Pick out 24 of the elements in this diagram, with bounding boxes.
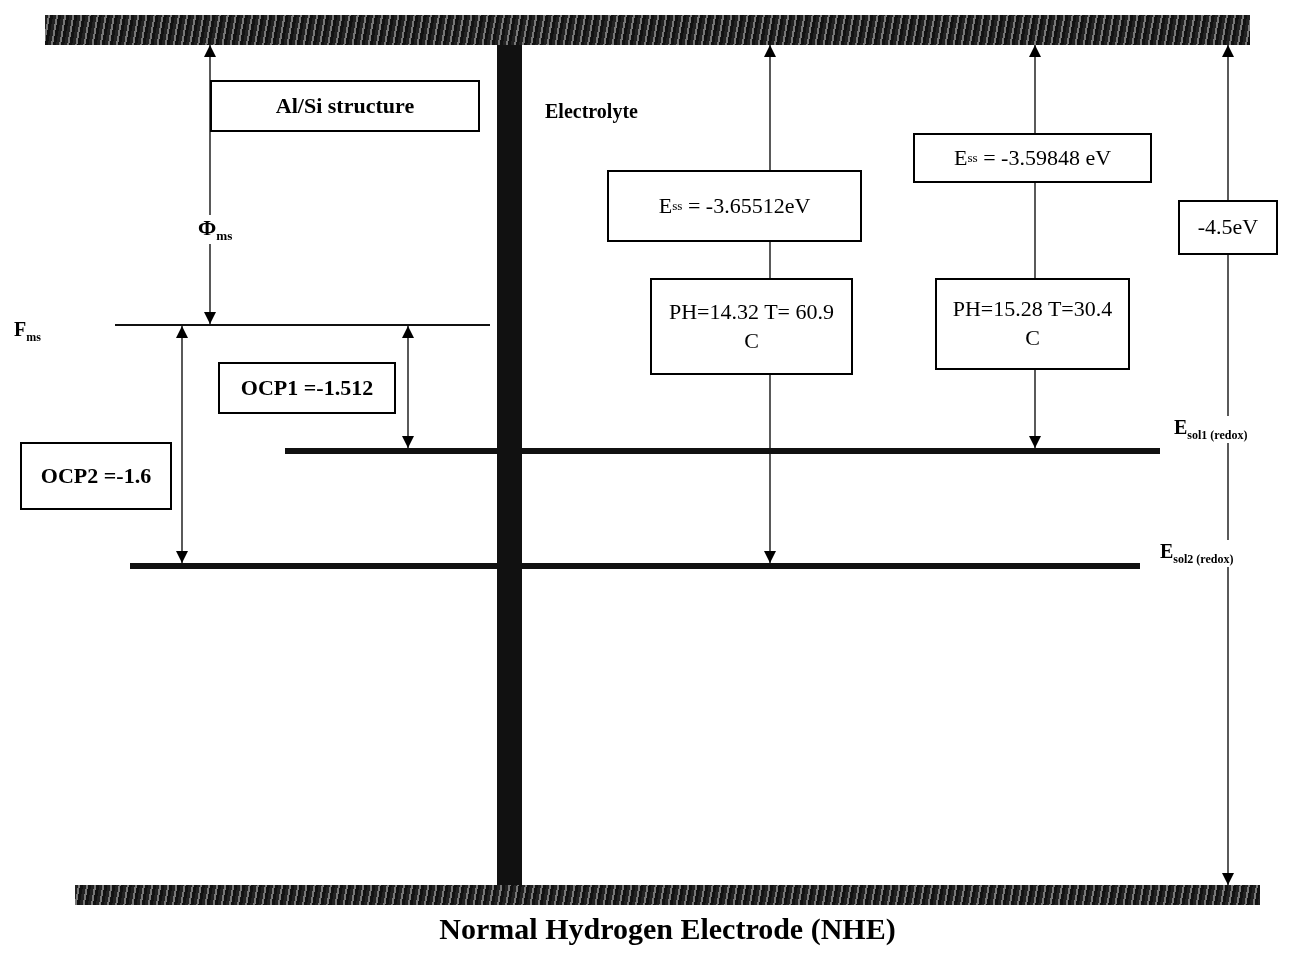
value-box: -4.5eV	[1178, 200, 1278, 255]
electrode-bar	[75, 885, 1260, 905]
value-box: OCP1 =-1.512	[218, 362, 396, 414]
arrow	[1222, 44, 1234, 201]
separator-bar	[497, 45, 522, 885]
electrode-title: Normal Hydrogen Electrode (NHE)	[438, 912, 897, 946]
level-label: E$_{sol2 (redox)}$	[1158, 540, 1236, 567]
arrow	[176, 325, 188, 564]
energy-level-line	[115, 324, 490, 326]
arrow	[764, 44, 776, 171]
level-label: E$_{sol1 (redox)}$	[1172, 416, 1250, 443]
value-box: PH=14.32 T= 60.9 C	[650, 278, 853, 375]
value-box: PH=15.28 T=30.4 C	[935, 278, 1130, 370]
arrow	[764, 374, 776, 564]
arrow	[402, 325, 414, 449]
edge-label: Φ$_{ms}$	[198, 215, 233, 245]
region-label: Electrolyte	[545, 100, 638, 123]
arrow	[1029, 369, 1041, 449]
arrow	[204, 44, 216, 325]
arrow	[1222, 254, 1234, 886]
value-box: Al/Si structure	[210, 80, 480, 132]
arrow	[1029, 44, 1041, 134]
value-box: OCP2 =-1.6	[20, 442, 172, 510]
energy-level-bar	[45, 15, 1250, 45]
